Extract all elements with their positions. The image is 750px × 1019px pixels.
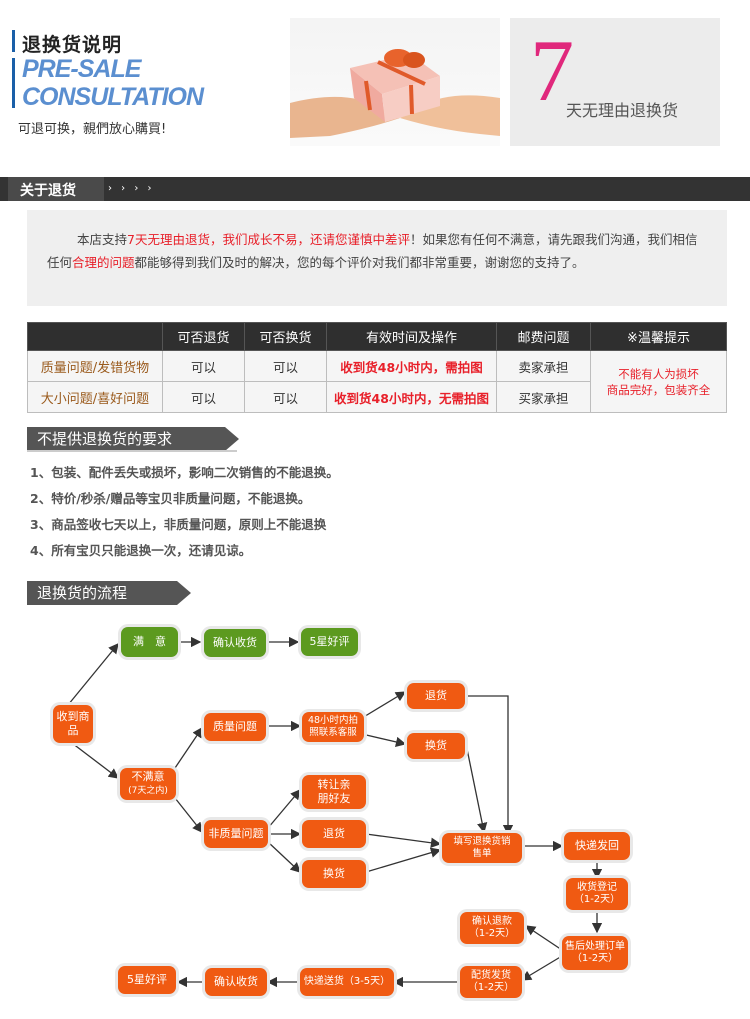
about-text-2: ！如果您有任何不满意，请先跟我们沟通，我们相信任何 <box>47 232 698 270</box>
table-row: 质量问题/发错货物 可以 可以 收到货48小时内，需拍图 卖家承担 不能有人为损… <box>27 350 727 413</box>
table-header: 可否退货 <box>162 322 245 351</box>
requirement-item: 1、包装、配件丢失或损坏，影响二次销售的不能退换。 <box>30 465 339 480</box>
section-bar <box>0 177 750 201</box>
flow-connectors <box>67 636 603 988</box>
table-header: 有效时间及操作 <box>326 322 497 351</box>
flow-node-transfer: 转让亲朋好友 <box>302 775 366 809</box>
cell-exchange: 可以 <box>244 381 327 413</box>
table-header: 可否换货 <box>244 322 327 351</box>
seven-number: 7 <box>530 23 574 120</box>
flow-node-distribute: 配货发货（1-2天） <box>460 966 522 998</box>
node-label: 售后处理订单 <box>565 941 625 952</box>
cell-time: 收到货48小时内，需拍图 <box>326 350 497 382</box>
table-header: ※温馨提示 <box>590 322 727 351</box>
note-line-2: 商品完好，包装齐全 <box>606 382 711 397</box>
chevrons-icon: › › › › <box>108 183 155 194</box>
requirement-item: 4、所有宝贝只能退换一次，还请见谅。 <box>30 543 252 558</box>
node-sublabel: （1-2天） <box>571 953 619 964</box>
cell-fee: 买家承担 <box>496 381 591 413</box>
flow-node-quality: 质量问题 <box>204 713 266 741</box>
node-label: 不满意 <box>131 770 165 783</box>
flow-node-five-star: 5星好评 <box>301 628 358 656</box>
seven-day-text: 天无理由退换货 <box>566 101 679 120</box>
table-header: 邮费问题 <box>496 322 591 351</box>
flow-node-exchange: 换货 <box>407 733 465 759</box>
table-header-row: 可否退货 可否换货 有效时间及操作 邮费问题 ※温馨提示 <box>27 322 727 351</box>
about-title: 关于退货 <box>20 183 76 199</box>
flow-title: 退换货的流程 <box>27 581 191 605</box>
row-label: 质量问题/发错货物 <box>27 350 163 382</box>
node-sublabel: (7天之内) <box>128 786 168 796</box>
header-divider <box>12 58 15 108</box>
flow-node-five-star-2: 5星好评 <box>118 966 176 994</box>
requirement-item: 2、特价/秒杀/赠品等宝贝非质量问题，不能退换。 <box>30 491 311 506</box>
cell-time: 收到货48小时内，无需拍图 <box>326 381 497 413</box>
about-box: 本店支持7天无理由退货，我们成长不易，还请您谨慎中差评！如果您有任何不满意，请先… <box>27 210 727 306</box>
gift-hands-icon <box>290 49 500 138</box>
flow-node-receive: 收到商品 <box>53 705 93 743</box>
cell-return: 可以 <box>162 381 245 413</box>
cell-note: 不能有人为损坏商品完好，包装齐全 <box>590 350 727 413</box>
table-header <box>27 322 163 351</box>
flow-node-exchange-2: 换货 <box>302 860 366 888</box>
about-text-highlight: 7天无理由退货，我们成长不易，还请您谨慎中差评 <box>127 232 410 247</box>
flow-node-nonquality: 非质量问题 <box>204 820 268 848</box>
flow-node-48h: 48小时内拍照联系客服 <box>302 712 364 742</box>
cell-exchange: 可以 <box>244 350 327 382</box>
node-sublabel: （1-2天） <box>573 894 621 905</box>
flow-node-unsatisfied: 不满意 (7天之内) <box>120 768 176 800</box>
flow-node-ship: 快递送货（3-5天） <box>300 968 394 996</box>
node-label: 配货发货 <box>471 970 511 981</box>
requirement-item: 3、商品签收七天以上，非质量问题，原则上不能退换 <box>30 517 327 532</box>
title-underline <box>27 450 237 452</box>
flow-node-confirm-2: 确认收货 <box>205 968 267 996</box>
note-line-1: 不能有人为损坏 <box>618 366 699 381</box>
page-title: 退换货说明 <box>22 34 123 56</box>
about-text-highlight-2: 合理的问题 <box>72 255 135 270</box>
flow-node-register: 收货登记（1-2天） <box>566 878 628 910</box>
node-label: 确认退款 <box>472 916 512 927</box>
node-label: 收货登记 <box>577 882 617 893</box>
return-policy-table: 可否退货 可否换货 有效时间及操作 邮费问题 ※温馨提示 质量问题/发错货物 可… <box>27 322 727 413</box>
flow-node-refund: 确认退款（1-2天） <box>460 912 524 944</box>
gift-photo <box>290 18 500 146</box>
flow-node-confirm: 确认收货 <box>204 629 266 657</box>
title-en-line1: PRE-SALE <box>22 55 141 83</box>
row-label: 大小问题/喜好问题 <box>27 381 163 413</box>
section-tag <box>8 177 104 201</box>
about-text: 本店支持7天无理由退货，我们成长不易，还请您谨慎中差评！如果您有任何不满意，请先… <box>47 228 707 274</box>
flow-node-return: 退货 <box>407 683 465 709</box>
header-subtitle: 可退可换，親們放心購買! <box>18 122 167 137</box>
flow-node-after-sale: 售后处理订单（1-2天） <box>562 936 628 970</box>
about-text-3: 都能够得到我们及时的解决，您的每个评价对我们都非常重要，谢谢您的支持了。 <box>134 255 585 270</box>
requirements-title: 不提供退换货的要求 <box>27 427 239 451</box>
flow-node-return-2: 退货 <box>302 820 366 848</box>
title-en-line2: CONSULTATION <box>22 83 204 111</box>
node-sublabel: （1-2天） <box>468 928 516 939</box>
header-divider <box>12 30 15 52</box>
about-text-1: 本店支持 <box>77 232 128 247</box>
flow-node-express-back: 快递发回 <box>564 832 630 860</box>
cell-fee: 卖家承担 <box>496 350 591 382</box>
table-row: 大小问题/喜好问题 可以 可以 收到货48小时内，无需拍图 买家承担 <box>27 381 727 413</box>
seven-day-panel <box>510 18 720 146</box>
flow-node-satisfied: 满 意 <box>121 627 178 657</box>
flow-node-fill-form: 填写退换货销售单 <box>442 833 522 863</box>
node-sublabel: （1-2天） <box>467 982 515 993</box>
cell-return: 可以 <box>162 350 245 382</box>
